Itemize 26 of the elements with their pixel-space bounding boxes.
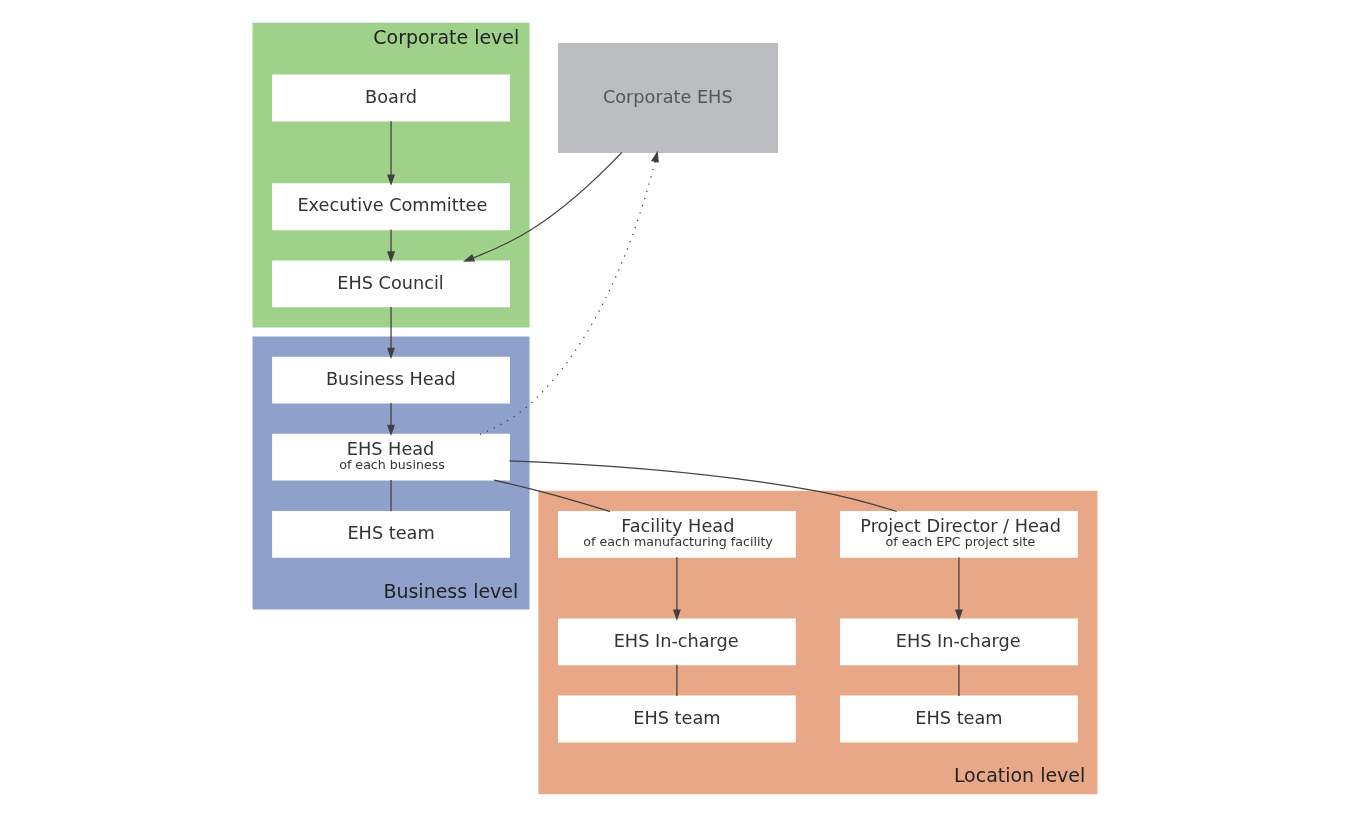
node-box: EHS team	[272, 510, 510, 558]
node-box: EHS In-charge	[840, 618, 1078, 666]
node-box: EHS Head of each business	[272, 433, 510, 481]
connector	[390, 479, 392, 512]
node-box: Facility Head of each manufacturing facility	[558, 510, 796, 558]
connector	[508, 460, 898, 513]
node-box: EHS team	[840, 695, 1078, 743]
connector	[676, 664, 678, 697]
arrow	[462, 151, 623, 262]
connector	[958, 664, 960, 697]
arrow	[672, 556, 681, 621]
arrow	[387, 402, 396, 437]
arrow	[387, 229, 396, 263]
node-box: Corporate EHS	[558, 42, 779, 153]
arrow	[387, 120, 396, 186]
arrow	[479, 150, 659, 435]
node-box: EHS In-charge	[558, 618, 796, 666]
node-box: Executive Committee	[272, 183, 510, 231]
node-box: EHS team	[558, 695, 796, 743]
connector	[493, 479, 611, 513]
node-box: EHS Council	[272, 260, 510, 308]
node-box: Project Director / Head of each EPC project site	[840, 510, 1078, 558]
node-box: Business Head	[272, 356, 510, 404]
node-box: Board	[272, 74, 510, 122]
arrow	[954, 556, 963, 621]
arrow	[387, 306, 396, 360]
